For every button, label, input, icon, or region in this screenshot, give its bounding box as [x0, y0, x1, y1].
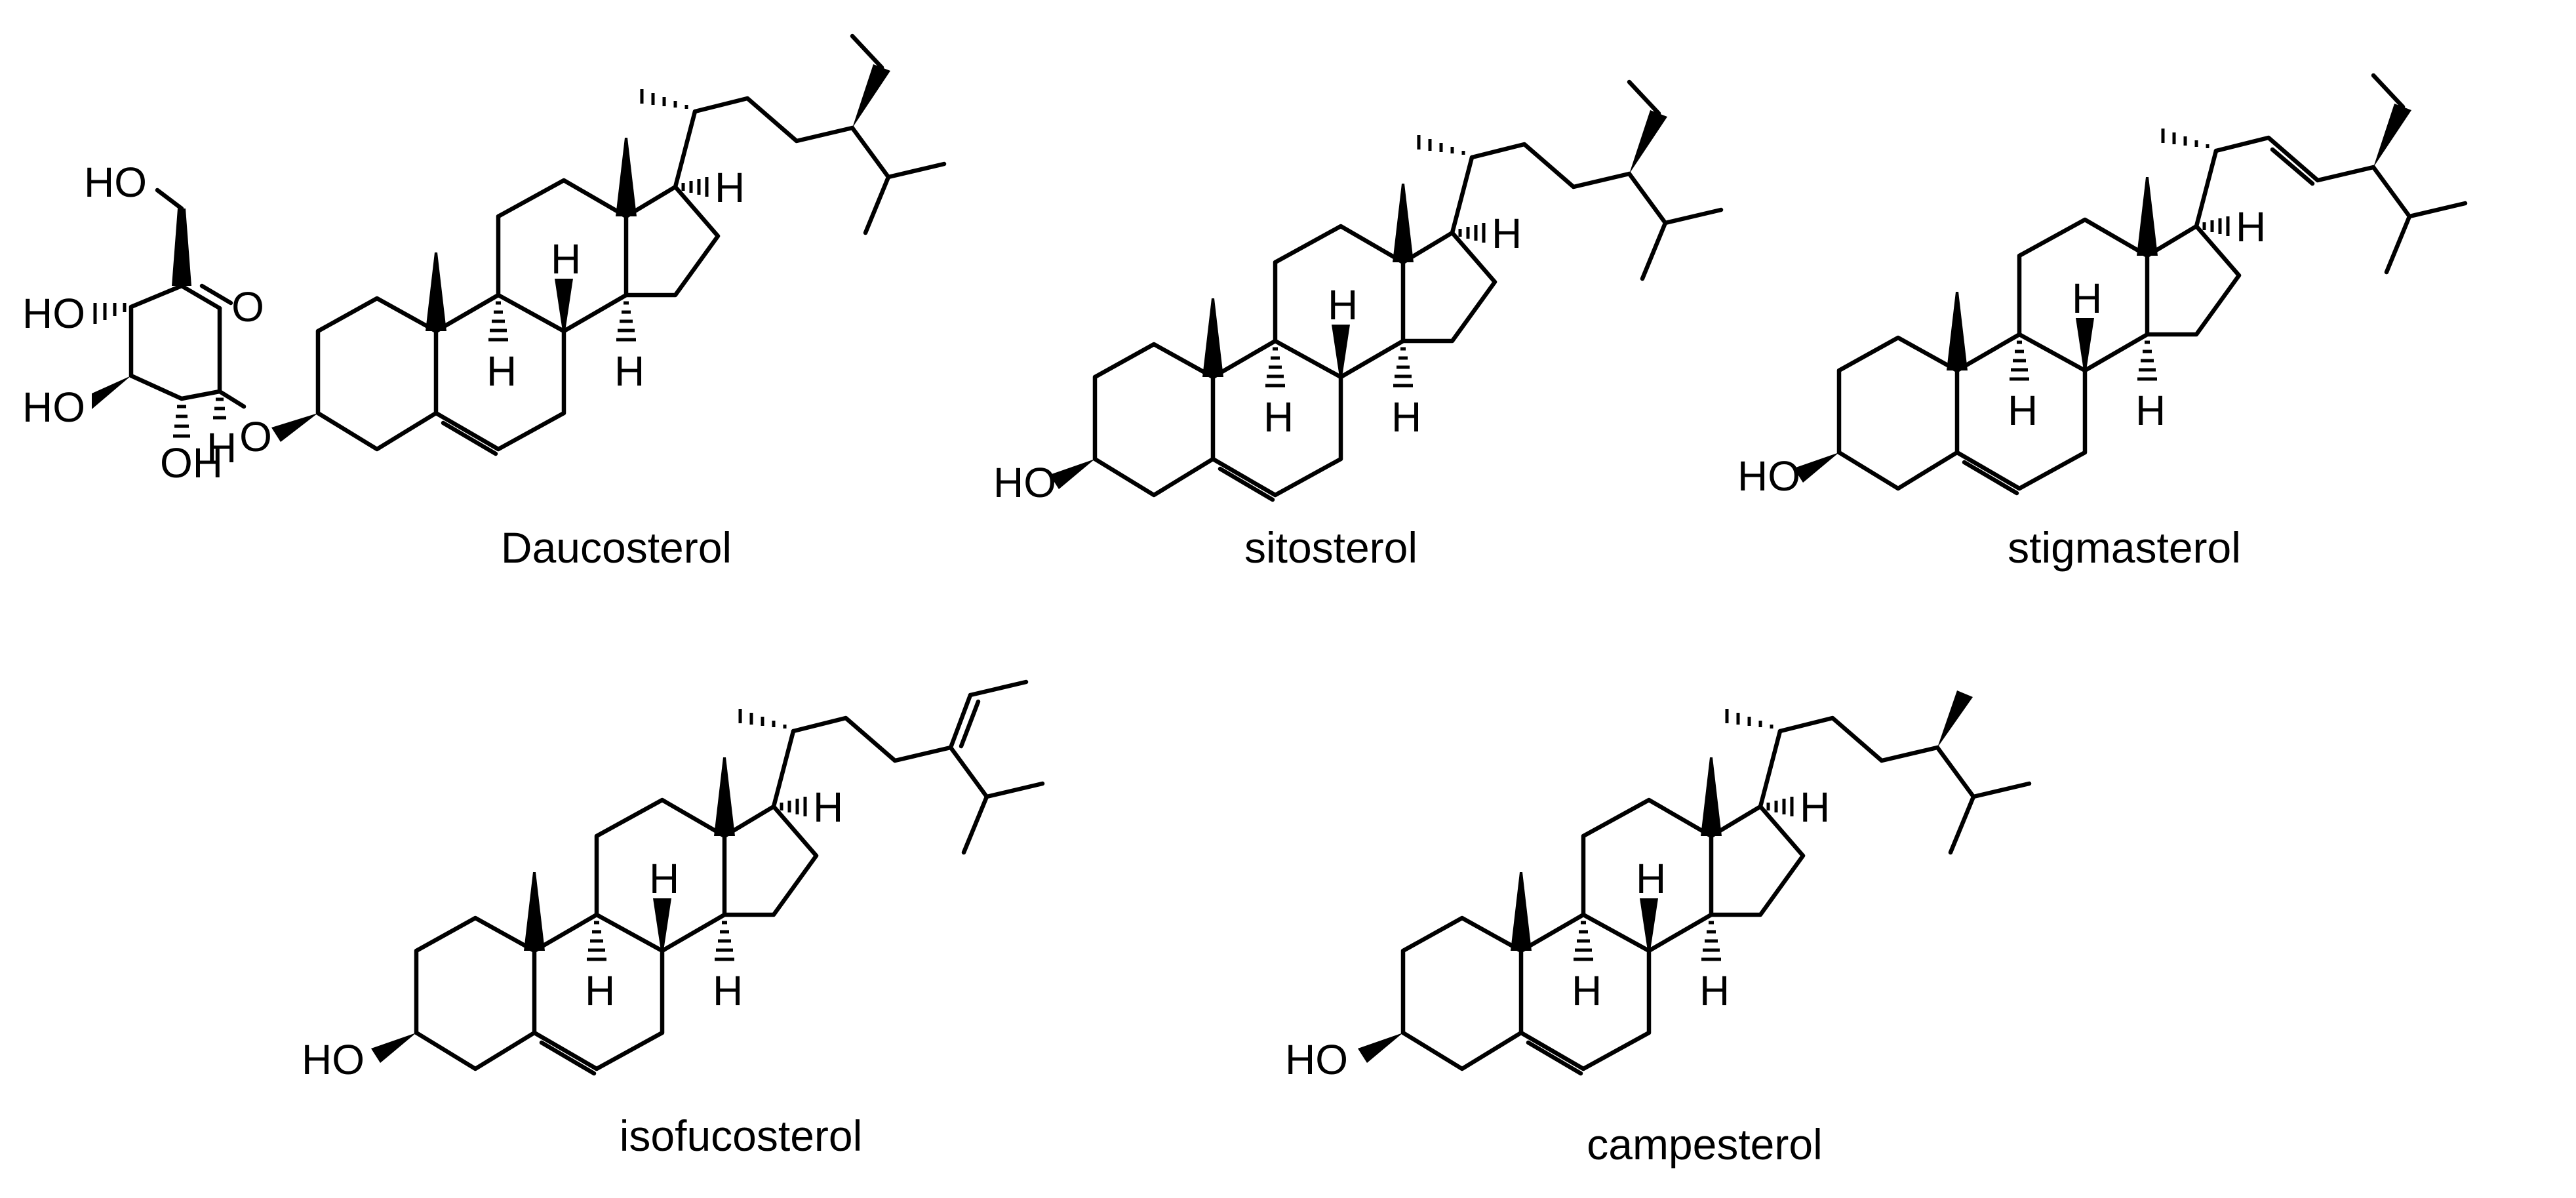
sitosterol-hydroxyl-label: HO	[993, 459, 1056, 506]
isofucosterol-structure: HO	[302, 682, 1042, 1083]
isofucosterol-name: isofucosterol	[620, 1111, 863, 1160]
campesterol-name: campesterol	[1587, 1120, 1823, 1168]
campesterol-hydroxyl-label: HO	[1285, 1036, 1348, 1083]
c6-hydroxyl-label: HO	[84, 159, 147, 206]
sitosterol-name: sitosterol	[1244, 523, 1417, 572]
ring-oxygen-label: O	[231, 283, 264, 330]
sitosterol-structure: HO	[993, 82, 1721, 506]
c4-hydroxyl-label: HO	[22, 290, 85, 337]
daucosterol-structure: O O HO HO HO OH	[22, 36, 944, 487]
stigmasterol-structure: HO	[1737, 75, 2465, 500]
campesterol-structure: HO	[1285, 690, 2029, 1083]
anomeric-hydrogen-label: H	[207, 424, 237, 471]
daucosterol-name: Daucosterol	[501, 523, 732, 572]
isofucosterol-hydroxyl-label: HO	[302, 1036, 365, 1083]
glycosidic-oxygen-label: O	[239, 413, 272, 460]
c2-hydroxyl-label: OH	[160, 439, 223, 487]
c3-hydroxyl-label: HO	[22, 384, 85, 431]
stigmasterol-hydroxyl-label: HO	[1737, 452, 1800, 500]
stigmasterol-name: stigmasterol	[2008, 523, 2241, 572]
